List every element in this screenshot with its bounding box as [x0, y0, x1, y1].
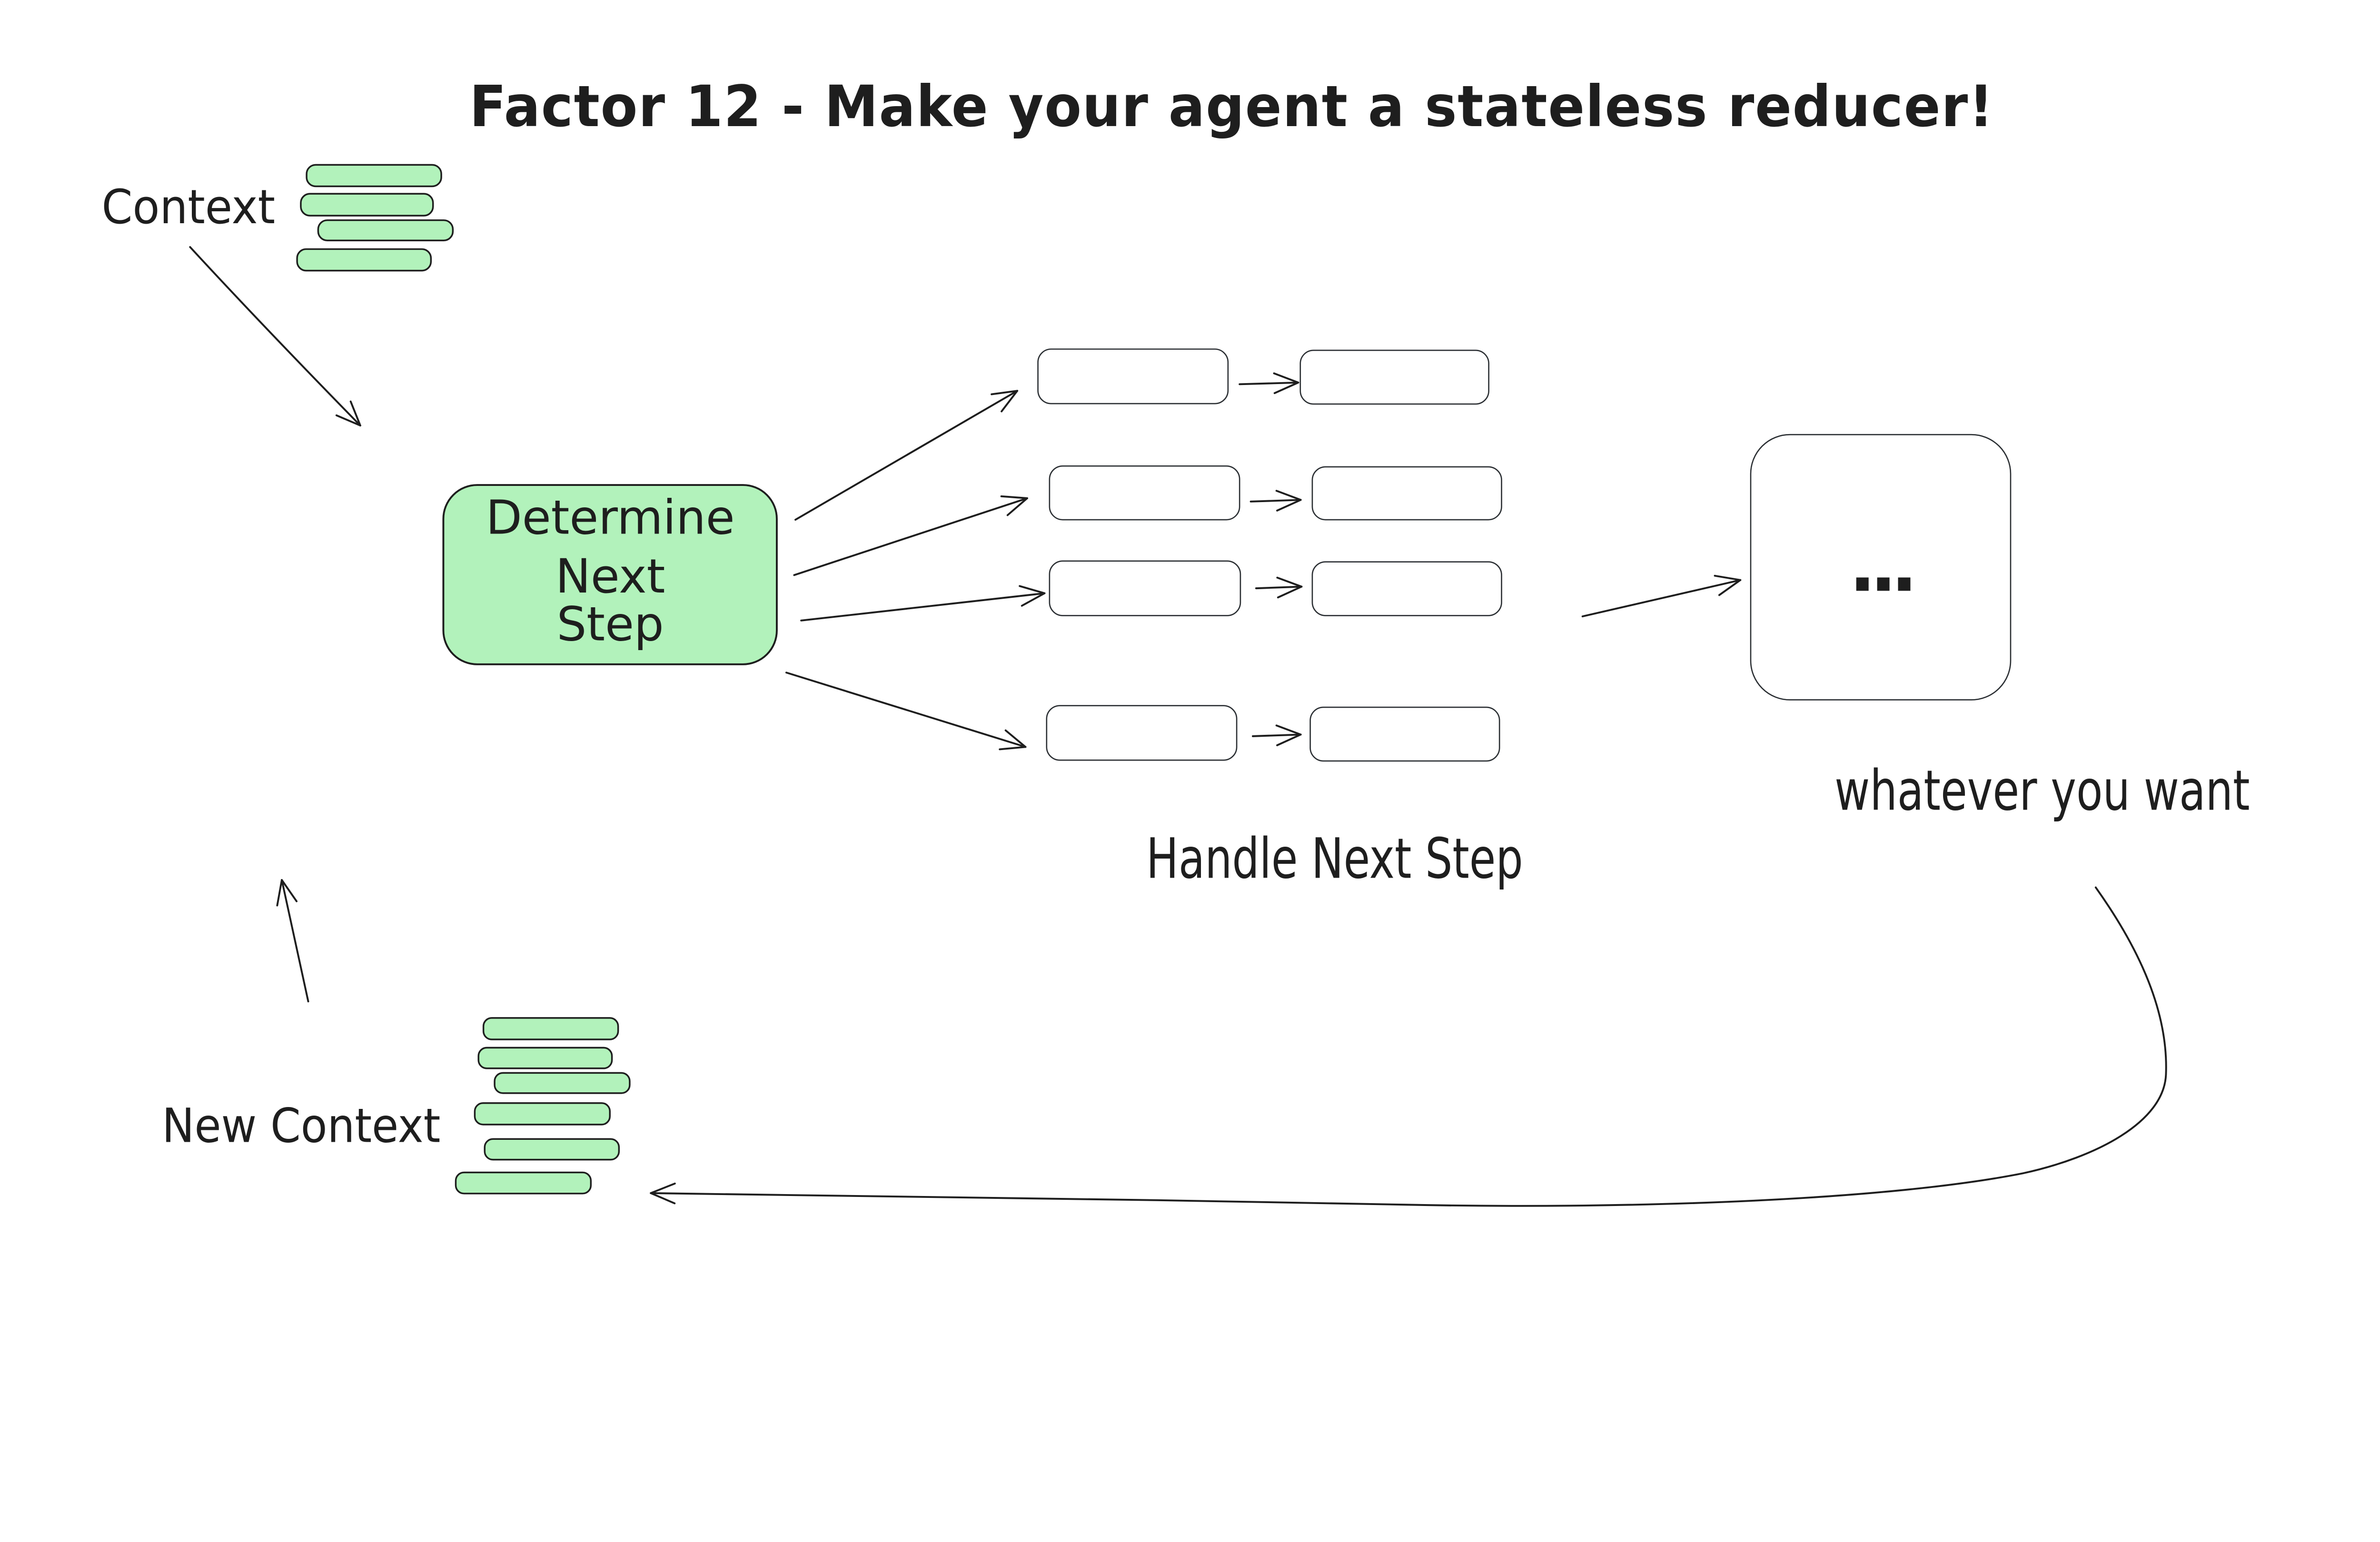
handle-row-4 [1046, 705, 1500, 762]
context-stack-bar [317, 219, 454, 241]
handle-step-box [1299, 349, 1489, 405]
determine-line-2: Next [555, 549, 665, 604]
new-context-bar [484, 1138, 620, 1161]
context-stack: Context [102, 164, 454, 272]
handle-step-box [1049, 560, 1241, 616]
output-box: ... [1750, 434, 2012, 701]
handle-step-box [1049, 465, 1240, 521]
handle-row-3 [1049, 560, 1502, 616]
context-stack-bar [296, 248, 432, 272]
handle-row-1 [1037, 348, 1489, 405]
context-to-determine-arrow [189, 246, 361, 427]
handle-row-2 [1049, 465, 1502, 521]
handle-step-arrow [1239, 372, 1299, 395]
diagram-title: Factor 12 - Make your agent a stateless … [469, 74, 1994, 140]
context-label: Context [102, 180, 276, 235]
determine-next-step-box: Determine Next Step [442, 484, 778, 665]
handle-step-arrow [1255, 576, 1303, 599]
rows-to-output-arrow [1581, 574, 1742, 618]
output-to-new-context-curve [650, 886, 2167, 1207]
handle-step-box [1046, 705, 1238, 761]
whatever-you-want-label: whatever you want [1835, 758, 2250, 823]
fan-arrow-1 [794, 390, 1019, 521]
determine-next-step-rect [442, 484, 778, 665]
handle-next-step-label: Handle Next Step [1146, 826, 1523, 891]
context-stack-bar [300, 193, 434, 217]
diagram: Factor 12 - Make your agent a stateless … [101, 73, 2250, 1207]
handle-step-box [1037, 348, 1229, 405]
determine-line-3: Step [556, 597, 664, 652]
determine-line-1: Determine [486, 491, 735, 545]
fan-arrow-3 [800, 585, 1046, 622]
new-context-bar [477, 1047, 613, 1069]
handle-step-arrow [1251, 724, 1302, 746]
handle-step-box [1311, 466, 1502, 521]
handle-step-arrow [1250, 490, 1302, 512]
new-context-bar [474, 1102, 611, 1126]
handle-step-box [1311, 561, 1502, 616]
whiteboard-canvas: Factor 12 - Make your agent a stateless … [101, 73, 2250, 1207]
new-context-label: New Context [162, 1098, 440, 1153]
fan-arrow-4 [785, 672, 1027, 751]
handle-step-box [1309, 706, 1500, 762]
new-context-to-context-arrow [276, 879, 309, 1003]
new-context-stack: New Context [162, 1017, 631, 1195]
new-context-bar [482, 1017, 619, 1040]
context-stack-bar [306, 164, 442, 188]
ellipsis-text: ... [1849, 525, 1912, 607]
new-context-bar [455, 1171, 592, 1195]
fan-arrow-2 [793, 495, 1028, 576]
new-context-bar [494, 1072, 631, 1094]
output-box-rect [1750, 434, 2012, 701]
